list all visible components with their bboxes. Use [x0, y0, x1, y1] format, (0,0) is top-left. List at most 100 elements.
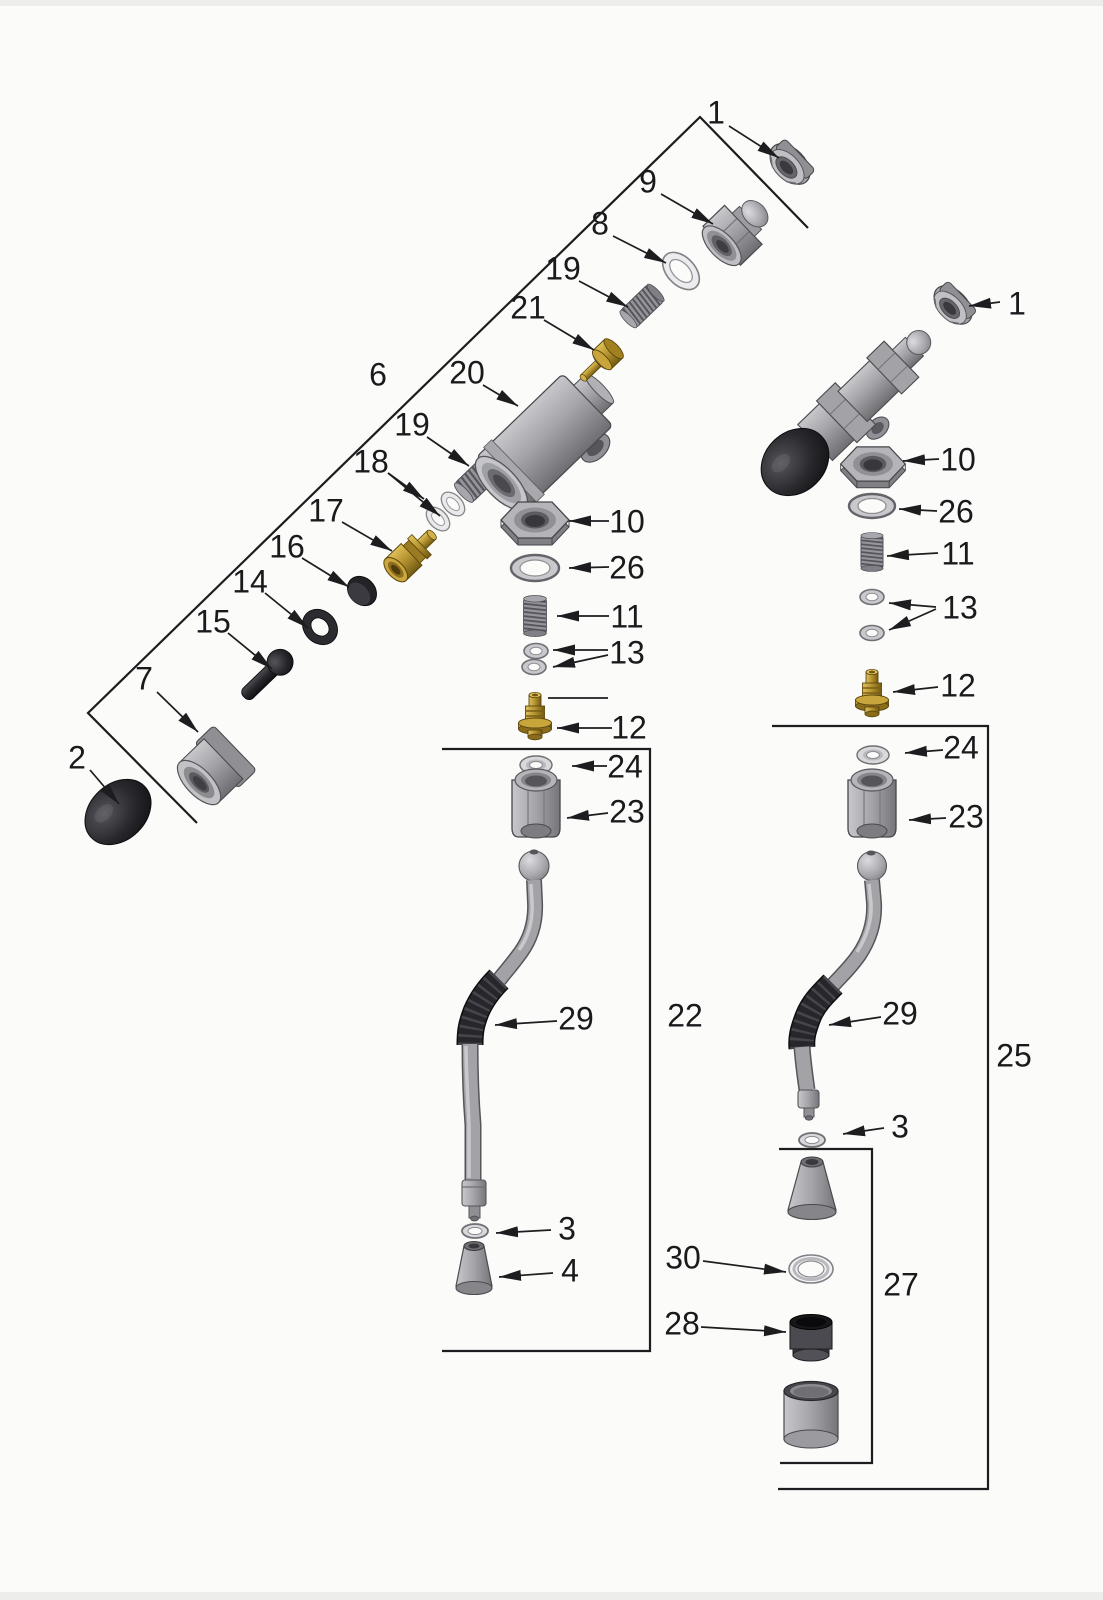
- leader-line-part-12: [892, 684, 939, 696]
- part-number-label-3: 3: [891, 1109, 909, 1145]
- leader-line-part-8: [612, 235, 667, 264]
- leader-line-part-13: [552, 654, 609, 668]
- callout-layer: 1981921201918171614157261026111312242329…: [68, 95, 1032, 1491]
- group-25-bracket: [772, 724, 990, 1491]
- part-number-label-11: 11: [941, 536, 974, 572]
- group-22-bracket: [442, 747, 652, 1353]
- leader-line-part-3: [842, 1125, 885, 1137]
- part-3-washer-middle: [461, 1223, 489, 1239]
- part-24-washer-right: [856, 745, 890, 765]
- part-number-label-21: 21: [510, 290, 546, 326]
- part-26-washer-middle: [509, 553, 561, 583]
- part-14-washer: [302, 608, 338, 646]
- part-20-valve-body: [474, 373, 615, 511]
- part-8-oring: [661, 251, 701, 291]
- photo-edge-bottom: [0, 1592, 1103, 1600]
- part-number-label-20: 20: [449, 355, 485, 391]
- leader-line-part-13: [888, 599, 937, 611]
- part-number-label-24: 24: [607, 749, 643, 785]
- leader-line-part-7: [156, 691, 199, 733]
- part-number-label-8: 8: [591, 206, 609, 242]
- leader-line-part-1: [968, 297, 1001, 309]
- part-number-label-24: 24: [943, 730, 979, 766]
- part-number-label-2: 2: [68, 740, 86, 776]
- part-tip-cone-right: [787, 1156, 837, 1221]
- part-number-label-4: 4: [561, 1253, 579, 1289]
- part-16-seal-disc: [347, 575, 377, 607]
- part-number-label-17: 17: [308, 493, 344, 529]
- part-number-label-29: 29: [882, 996, 918, 1032]
- part-3-washer-right: [798, 1132, 826, 1148]
- part-number-label-28: 28: [664, 1306, 700, 1342]
- part-number-label-18: 18: [353, 444, 389, 480]
- part-number-label-19: 19: [394, 407, 430, 443]
- leader-line-part-10: [902, 454, 940, 466]
- part-number-label-1: 1: [707, 95, 725, 131]
- part-sleeve-right: [783, 1380, 839, 1449]
- leader-line-part-30: [702, 1260, 787, 1275]
- part-number-label-23: 23: [948, 799, 984, 835]
- part-11-spring-middle: [522, 594, 548, 638]
- part-number-label-29: 29: [558, 1001, 594, 1037]
- part-9-fitting: [701, 199, 769, 267]
- part-number-label-16: 16: [269, 529, 305, 565]
- leader-line-part-24: [904, 745, 944, 757]
- part-26-washer-right: [847, 492, 897, 520]
- part-4-tip-cone-middle: [455, 1240, 493, 1296]
- part-21-brass-screw: [579, 338, 624, 382]
- part-number-label-19: 19: [545, 251, 581, 287]
- leader-line-part-26: [568, 561, 610, 573]
- leader-line-part-28: [700, 1325, 787, 1337]
- part-number-label-30: 30: [665, 1240, 701, 1276]
- part-number-label-10: 10: [609, 504, 645, 540]
- leader-line-part-13: [888, 608, 937, 631]
- part-number-label-1: 1: [1008, 286, 1026, 322]
- part-17-brass-stem: [383, 529, 437, 583]
- photo-edge-top: [0, 0, 1103, 6]
- part-number-label-9: 9: [639, 164, 657, 200]
- part-number-label-25: 25: [996, 1038, 1032, 1074]
- steam-wand-middle: [456, 849, 550, 1222]
- leader-line-part-9: [660, 193, 714, 225]
- part-number-label-13: 13: [609, 635, 645, 671]
- part-7-gland-bushing: [176, 726, 256, 806]
- part-number-label-23: 23: [609, 794, 645, 830]
- leader-line-part-2: [89, 769, 120, 805]
- part-15-pin: [241, 648, 294, 701]
- water-wand-right: [788, 850, 888, 1121]
- part-23-cap-nut-middle: [511, 768, 561, 839]
- leader-line-part-29: [494, 1018, 558, 1030]
- leader-line-part-26: [898, 504, 938, 516]
- leader-line-part-19: [578, 280, 629, 308]
- leader-line-part-15: [227, 632, 273, 670]
- leader-line-part-18: [387, 472, 441, 517]
- part-number-label-13: 13: [942, 590, 978, 626]
- assembled-valve: [760, 330, 932, 497]
- leader-line-part-3: [495, 1226, 552, 1238]
- part-number-label-15: 15: [195, 604, 231, 640]
- leader-line-part-14: [264, 592, 309, 629]
- part-number-label-11: 11: [610, 599, 643, 635]
- part-number-label-26: 26: [609, 550, 645, 586]
- part-11-spring-right: [860, 531, 884, 573]
- part-number-label-3: 3: [558, 1211, 576, 1247]
- leader-line-part-29: [828, 1016, 882, 1028]
- leader-line-part-21: [543, 319, 595, 351]
- part-number-label-7: 7: [135, 661, 153, 697]
- part-30-chrome-ring: [788, 1254, 834, 1284]
- part-number-label-27: 27: [883, 1267, 919, 1303]
- part-number-label-12: 12: [940, 668, 976, 704]
- leader-line-part-17: [341, 521, 393, 552]
- part-number-label-6: 6: [369, 357, 387, 393]
- leader-line-part-4: [498, 1269, 554, 1281]
- part-number-label-22: 22: [667, 998, 703, 1034]
- leader-line-part-23: [566, 809, 609, 821]
- part-number-label-14: 14: [232, 564, 268, 600]
- part-number-label-26: 26: [938, 494, 974, 530]
- part-number-label-12: 12: [611, 710, 647, 746]
- part-23-cap-nut-right: [847, 768, 897, 839]
- leader-line-part-23: [908, 813, 947, 825]
- leader-line-part-16: [301, 557, 350, 588]
